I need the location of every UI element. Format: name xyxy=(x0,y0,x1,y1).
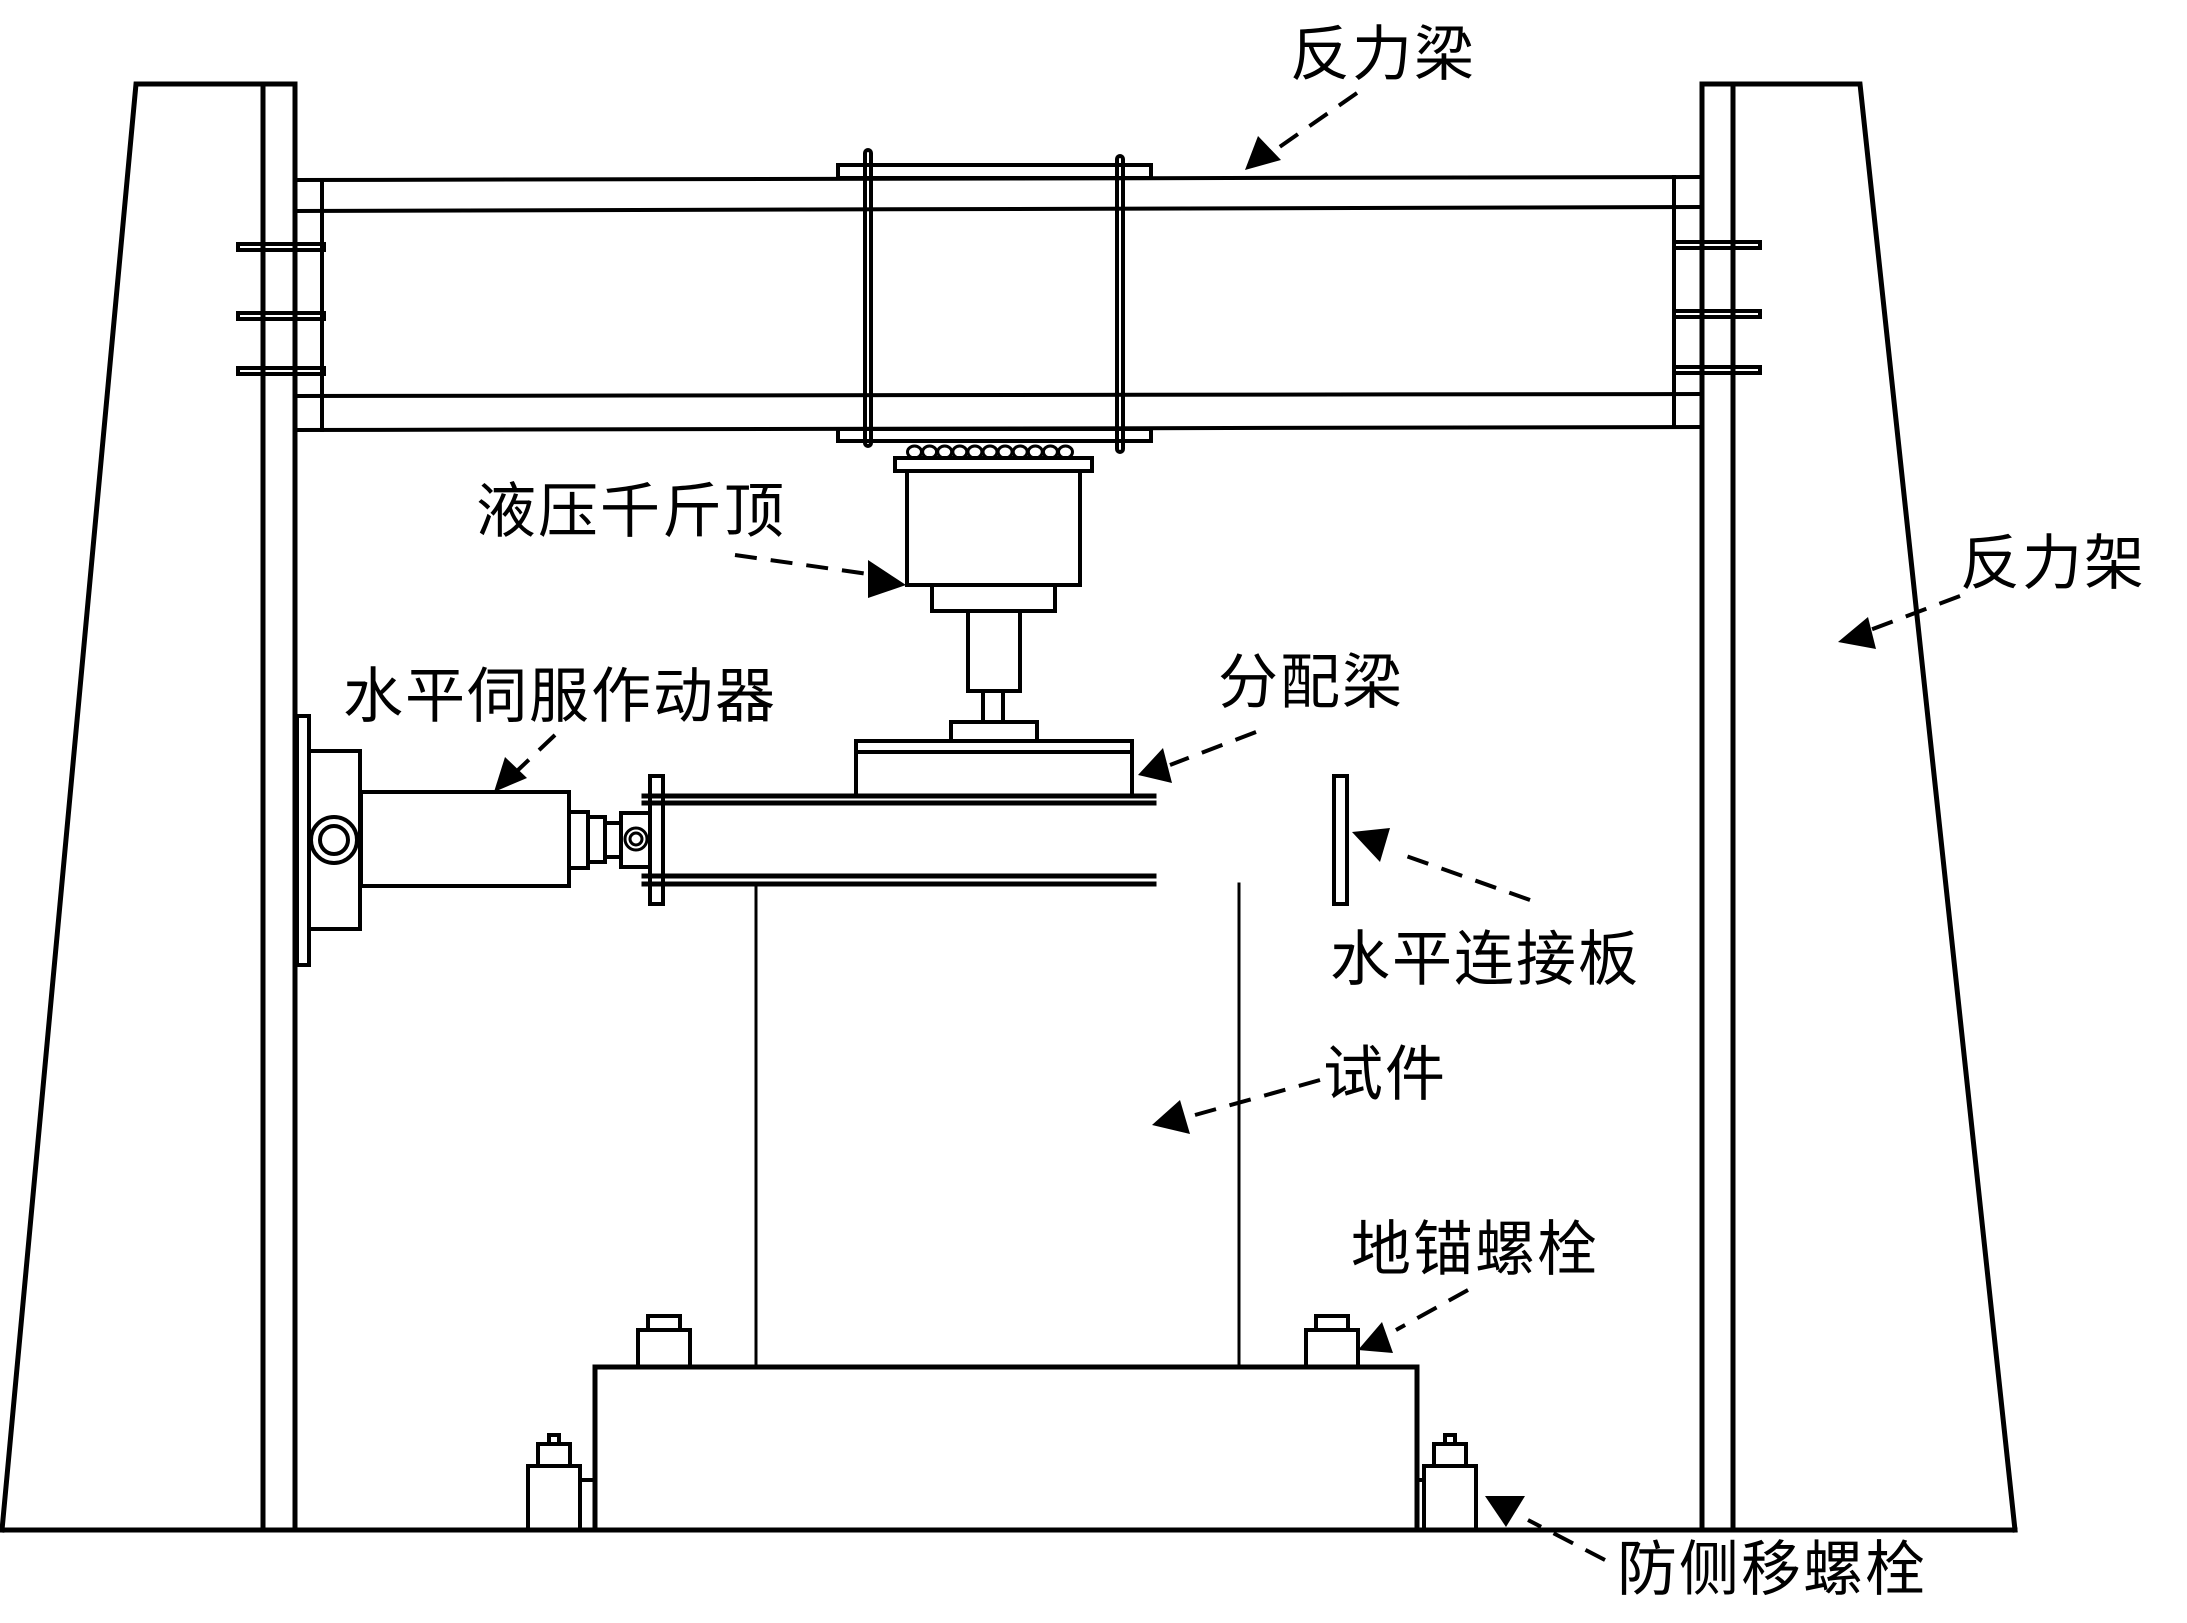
actuator-step-1 xyxy=(567,810,590,870)
arrow-anchor-bolt xyxy=(1395,1288,1469,1332)
reaction-beam xyxy=(236,148,1762,454)
actuator-clevis-pin-inner xyxy=(628,831,644,847)
arrow-hydraulic-jack xyxy=(734,553,876,577)
loading-beam xyxy=(641,774,1349,906)
actuator-body xyxy=(359,790,571,888)
arrowhead-lateral-bolt xyxy=(1485,1496,1525,1527)
jack-piston xyxy=(966,609,1022,693)
beam-top-clamp-plate xyxy=(836,163,1153,180)
beam-bolt-right-3 xyxy=(1672,365,1762,375)
ground-anchor-bolts xyxy=(636,1314,1360,1369)
anti-lateral-bolts xyxy=(526,1433,1478,1532)
beam-bolt-left-2 xyxy=(236,311,326,321)
clamp-rod-left xyxy=(863,148,873,448)
lateral-bolt-left-nut xyxy=(536,1442,572,1468)
right-reaction-frame xyxy=(1687,81,2018,1533)
arrow-reaction-frame xyxy=(1869,594,1961,632)
beam-top-flange-inner xyxy=(292,204,1705,214)
jack-body xyxy=(905,469,1082,587)
horizontal-connection-plate-right xyxy=(1332,774,1349,906)
arrow-connection-plate xyxy=(1394,850,1531,902)
leader-arrows xyxy=(494,91,1961,1562)
arrow-specimen xyxy=(1194,1078,1321,1117)
clamp-rod-right xyxy=(1115,154,1125,454)
jack-rod xyxy=(981,689,1005,724)
label-reaction-beam: 反力梁 xyxy=(1290,20,1476,90)
hydraulic-jack xyxy=(893,456,1094,743)
arrow-lateral-bolt xyxy=(1527,1518,1606,1562)
distribution-beam xyxy=(854,739,1134,798)
lateral-bolt-left-tip xyxy=(547,1433,561,1446)
left-frame-outline xyxy=(0,81,298,1533)
label-anchor-bolt: 地锚螺栓 xyxy=(1351,1215,1599,1285)
lateral-bolt-right-tip xyxy=(1443,1433,1457,1446)
label-specimen: 试件 xyxy=(1323,1040,1447,1110)
actuator-pivot-inner xyxy=(318,824,350,856)
specimen xyxy=(754,882,1241,1369)
arrowhead-anchor-bolt xyxy=(1358,1322,1393,1353)
horizontal-servo-actuator xyxy=(295,714,652,967)
actuator-clevis xyxy=(619,811,652,869)
label-distribution-beam: 分配梁 xyxy=(1218,648,1404,718)
beam-bolt-right-1 xyxy=(1672,240,1762,250)
beam-bolt-left-1 xyxy=(236,242,326,252)
jack-foot xyxy=(949,720,1039,743)
anchor-bolt-right-nut xyxy=(1304,1328,1360,1369)
arrow-distribution-beam xyxy=(1169,730,1257,767)
beam-bottom-clamp-plate xyxy=(836,427,1153,443)
beam-bottom-flange-inner xyxy=(292,391,1705,399)
right-frame-outline xyxy=(1699,81,2018,1533)
actuator-flange xyxy=(307,749,362,931)
anchor-bolt-left-head xyxy=(646,1314,682,1332)
lateral-bolt-right-nut xyxy=(1432,1442,1468,1468)
base-block xyxy=(592,1364,1420,1533)
actuator-step-2 xyxy=(586,815,607,864)
actuator-clevis-pin-outer xyxy=(623,826,649,852)
lateral-bolt-left-body xyxy=(526,1464,582,1532)
anchor-bolt-left-nut xyxy=(636,1328,692,1369)
arrowhead-distribution-beam xyxy=(1138,748,1172,783)
arrowhead-servo-actuator xyxy=(494,757,527,792)
label-servo-actuator: 水平伺服作动器 xyxy=(343,662,777,732)
distribution-beam-body xyxy=(854,739,1134,798)
arrowhead-connection-plate xyxy=(1352,828,1390,862)
jack-collar xyxy=(930,583,1057,613)
label-hydraulic-jack: 液压千斤顶 xyxy=(476,477,786,547)
actuator-pivot-outer xyxy=(309,815,359,865)
arrow-reaction-beam xyxy=(1266,91,1359,157)
arrowhead-hydraulic-jack xyxy=(868,560,906,598)
left-reaction-frame xyxy=(0,81,303,1533)
label-lateral-bolt: 防侧移螺栓 xyxy=(1617,1535,1927,1605)
beam-bolt-right-2 xyxy=(1672,309,1762,319)
arrowhead-reaction-beam xyxy=(1245,136,1281,170)
arrow-servo-actuator xyxy=(515,733,557,773)
label-reaction-frame: 反力架 xyxy=(1960,529,2146,599)
beam-bolt-left-3 xyxy=(236,366,326,376)
label-connection-plate: 水平连接板 xyxy=(1330,925,1640,995)
actuator-neck xyxy=(603,821,623,859)
arrowhead-specimen xyxy=(1152,1100,1190,1134)
arrowhead-reaction-frame xyxy=(1838,617,1876,649)
lateral-bolt-right-body xyxy=(1422,1464,1478,1532)
anchor-bolt-right-head xyxy=(1314,1314,1350,1332)
